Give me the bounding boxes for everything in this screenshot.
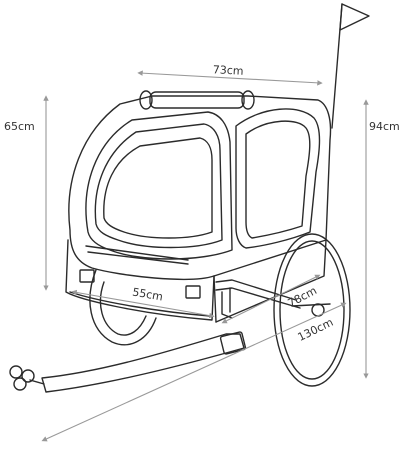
width-dimension-line — [137, 70, 323, 86]
total-height-label: 94cm — [369, 120, 400, 133]
inner-width-label: 55cm — [131, 285, 164, 303]
tow-bar — [9, 331, 247, 393]
front-window — [85, 111, 233, 265]
height-label: 65cm — [4, 120, 35, 133]
trailer-body — [65, 95, 332, 323]
right-reflector — [185, 285, 201, 299]
total-length-label: 130cm — [296, 316, 336, 344]
dimension-labels: 73cm 65cm 94cm 55cm 78cm 130cm — [4, 63, 400, 344]
width-label: 73cm — [212, 63, 243, 78]
top-roll-bar — [139, 90, 255, 110]
rear-wheel — [273, 233, 351, 387]
flag — [331, 3, 370, 129]
side-window — [235, 108, 321, 249]
dimension-lines — [41, 70, 369, 442]
left-reflector — [79, 269, 95, 283]
total-length-dimension-line — [41, 302, 347, 442]
